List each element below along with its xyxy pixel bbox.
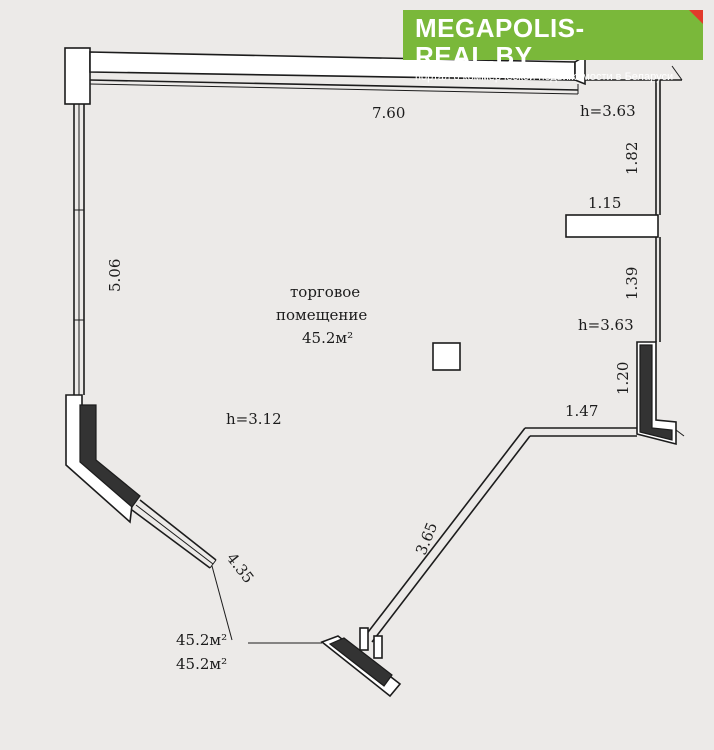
dim-right-upper: 1.82: [623, 142, 641, 175]
brand-tagline: портал о коммерческой недвижимости в Бел…: [415, 71, 674, 83]
dim-right-notch: 1.15: [588, 194, 621, 212]
dim-top-wall: 7.60: [372, 104, 405, 122]
right-upper-wall: [565, 65, 683, 342]
callout-area-2: 45.2м²: [176, 655, 227, 673]
callout-leader: [211, 565, 322, 644]
dim-diagonal-front: 3.65: [412, 520, 441, 558]
interior-column: [432, 342, 461, 371]
callout-area-1: 45.2м²: [176, 631, 227, 649]
dim-right-return: 1.47: [565, 402, 598, 420]
dim-right-lower: 1.20: [614, 362, 632, 395]
front-diagonal-wall: [361, 427, 637, 643]
right-corner-column: [636, 341, 685, 446]
bottom-column: [320, 627, 402, 698]
brand-corner-mark: [689, 10, 703, 24]
height-upper: h=3.63: [580, 102, 636, 120]
bay-wall: [65, 394, 217, 569]
height-middle: h=3.63: [578, 316, 634, 334]
dim-right-middle: 1.39: [623, 267, 641, 300]
dim-left-wall: 5.06: [106, 259, 124, 292]
top-wall: [64, 47, 586, 105]
height-main: h=3.12: [226, 410, 282, 428]
brand-name: MEGAPOLIS-REAL.BY: [415, 13, 585, 71]
left-window-wall: [73, 104, 85, 395]
room-name-line2: помещение: [276, 306, 367, 324]
dim-bay-diagonal: 4.35: [223, 549, 258, 586]
brand-banner[interactable]: MEGAPOLIS-REAL.BY портал о коммерческой …: [403, 10, 703, 83]
room-name-line1: торговое: [290, 283, 360, 301]
room-area: 45.2м²: [302, 329, 353, 347]
